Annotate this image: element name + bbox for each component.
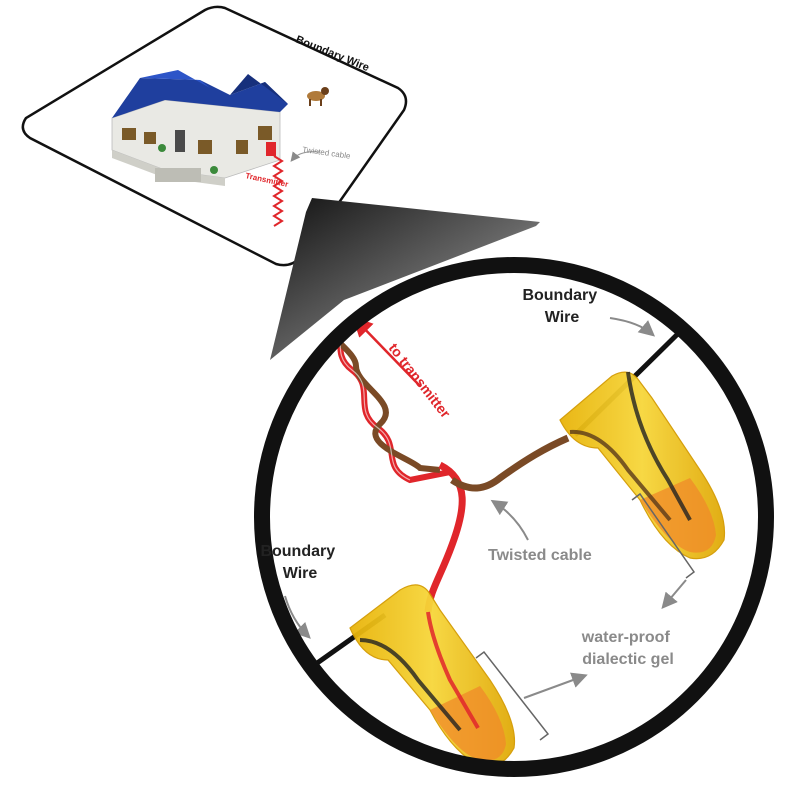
overview-panel: Boundary Wire Twi xyxy=(21,5,408,267)
boundary-wire-left-line1: Boundary xyxy=(260,543,335,560)
boundary-wire-left-line2: Wire xyxy=(283,565,318,582)
detail-circle: Boundary Wire Boundary Wire to transmitt… xyxy=(254,257,774,777)
detail-twisted-cable-label: Twisted cable xyxy=(488,547,592,564)
brown-wire xyxy=(450,434,570,492)
zoom-funnel xyxy=(270,198,540,360)
gel-bracket-lower xyxy=(475,650,550,741)
wire-connector-upper xyxy=(559,371,726,560)
house-illustration xyxy=(111,70,288,186)
gel-label-line2: dialectic gel xyxy=(582,651,674,668)
wire-connector-lower xyxy=(349,584,516,768)
dog-illustration xyxy=(307,87,329,106)
gel-label: water-proof dialectic gel xyxy=(581,629,674,668)
detail-boundary-wire-left-label: Boundary Wire xyxy=(260,543,339,582)
transmitter-box xyxy=(266,142,276,156)
overview-twisted-cable xyxy=(272,155,284,227)
detail-circle-border xyxy=(254,257,774,777)
gel-label-line1: water-proof xyxy=(581,629,671,646)
boundary-wire-top-line1: Boundary xyxy=(522,287,597,304)
boundary-wire-top-line2: Wire xyxy=(545,309,580,326)
gel-bracket-upper xyxy=(631,492,696,579)
detail-boundary-wire-top-label: Boundary Wire xyxy=(522,287,601,326)
